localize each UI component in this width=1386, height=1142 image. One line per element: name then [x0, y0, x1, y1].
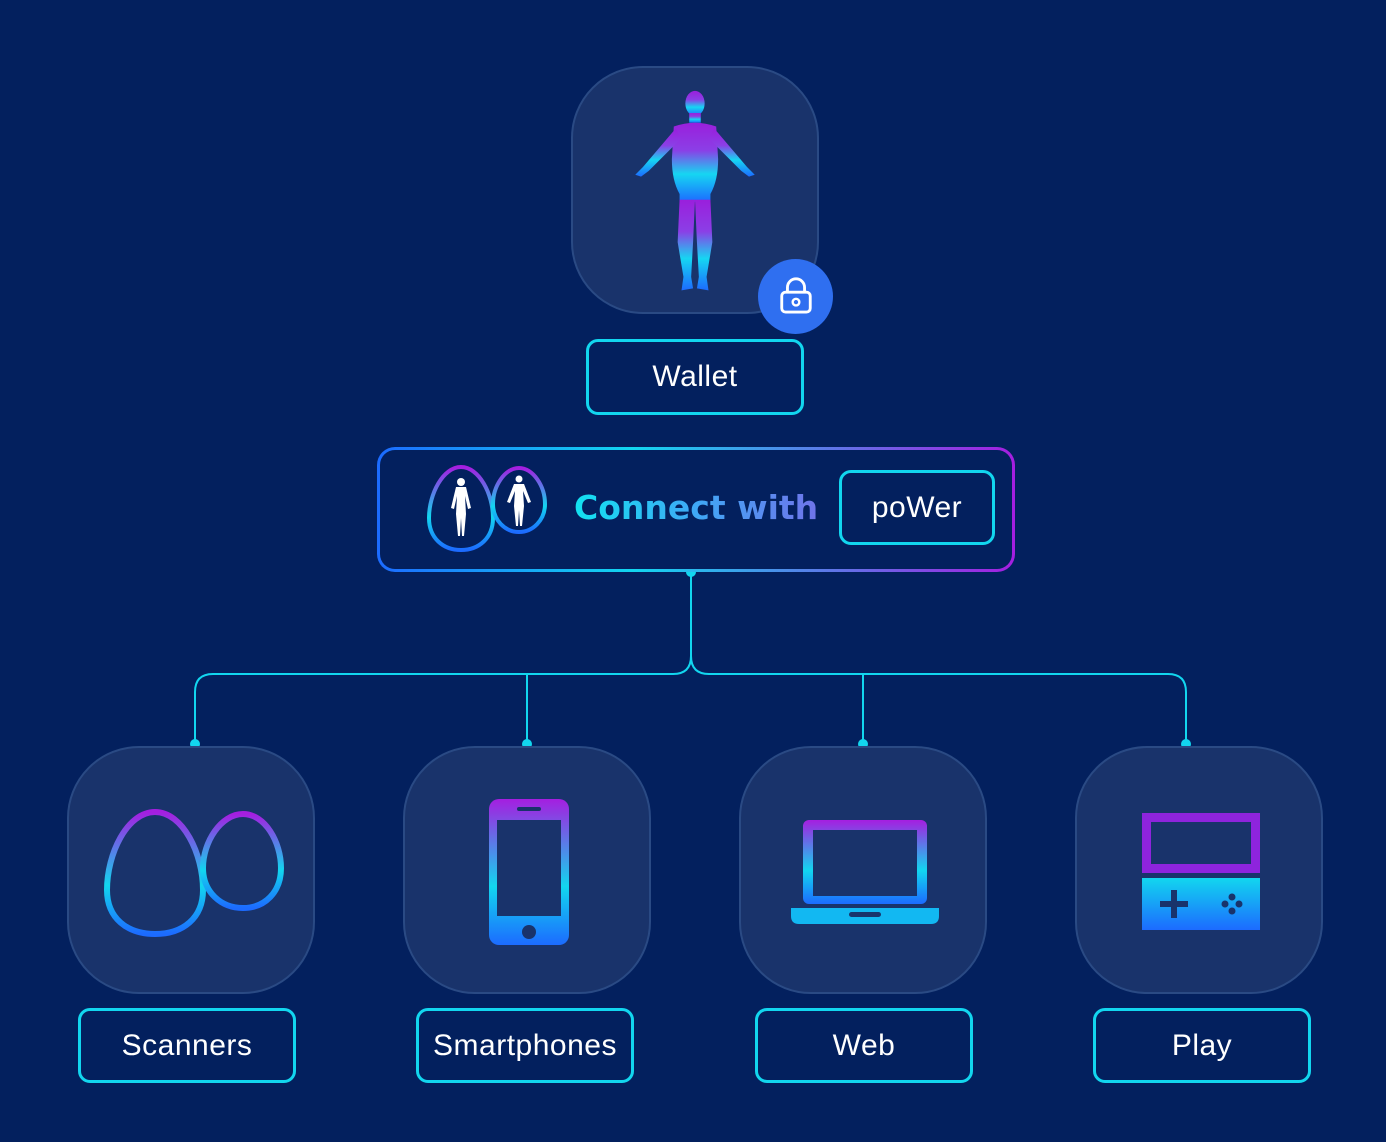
lock-icon	[780, 277, 812, 314]
power-brand-label[interactable]: poWer	[839, 470, 995, 545]
human-body-icon	[635, 90, 755, 291]
twin-eggs-icon	[103, 808, 285, 938]
web-tile[interactable]	[739, 746, 987, 994]
connector-dot-top	[686, 567, 696, 577]
smartphones-label[interactable]: Smartphones	[416, 1008, 634, 1083]
smartphones-tile[interactable]	[403, 746, 651, 994]
smartphone-icon	[489, 799, 569, 945]
scanners-label[interactable]: Scanners	[78, 1008, 296, 1083]
twin-eggs-logo-icon	[426, 464, 548, 553]
scanners-tile[interactable]	[67, 746, 315, 994]
wallet-label[interactable]: Wallet	[586, 339, 804, 415]
connect-with-text: Connect with	[574, 482, 818, 534]
web-label[interactable]: Web	[755, 1008, 973, 1083]
connect-with-power-box[interactable]	[377, 447, 1015, 572]
wallet-tile[interactable]	[571, 66, 819, 314]
handheld-console-icon	[1142, 813, 1260, 930]
play-label[interactable]: Play	[1093, 1008, 1311, 1083]
play-tile[interactable]	[1075, 746, 1323, 994]
lock-badge[interactable]	[758, 259, 833, 334]
laptop-icon	[791, 820, 939, 924]
